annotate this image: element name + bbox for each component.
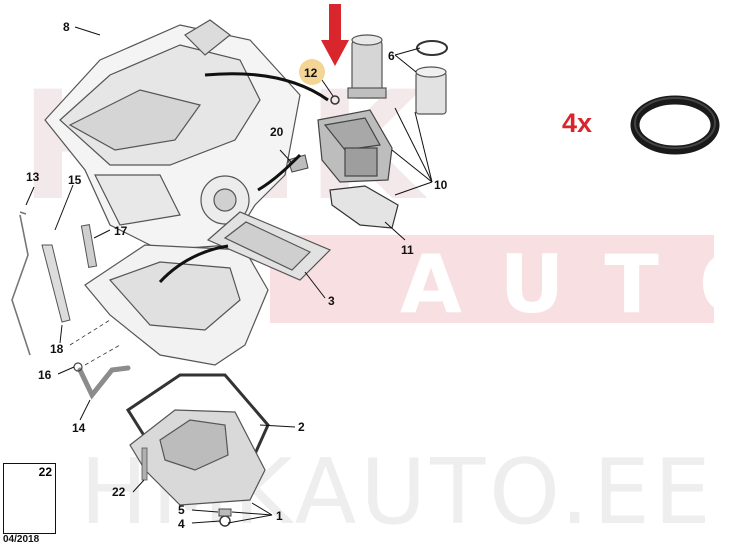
callout-12-highlight — [299, 59, 325, 85]
connector-arcs — [158, 72, 329, 284]
oil-filter-element — [415, 66, 447, 115]
inset-part-number: 22 — [38, 465, 52, 479]
oil-filter-housing — [317, 109, 393, 183]
callout-17: 17 — [114, 224, 128, 238]
pan-bolt — [141, 447, 148, 481]
callout-12: 12 — [304, 66, 318, 80]
callout-8: 8 — [63, 20, 70, 34]
date-code: 04/2018 — [3, 534, 40, 545]
callout-1: 1 — [276, 509, 283, 523]
drain-plug — [218, 508, 232, 517]
callout-3: 3 — [328, 294, 335, 308]
dipstick-tube — [41, 244, 71, 323]
oil-level-sensor — [80, 224, 98, 268]
callout-labels: 1 2 3 4 5 6 8 10 11 12 13 14 15 16 17 18… — [26, 20, 448, 531]
oil-filter-cap — [347, 34, 387, 99]
oil-pan — [129, 409, 266, 506]
inset-part-box: 22 — [3, 463, 56, 534]
engine-block — [44, 19, 301, 251]
callout-10: 10 — [434, 178, 448, 192]
callout-14: 14 — [72, 421, 86, 435]
callout-16: 16 — [38, 368, 52, 382]
callout-18: 18 — [50, 342, 64, 356]
filter-o-ring — [416, 40, 448, 56]
callout-5: 5 — [178, 503, 185, 517]
callout-6: 6 — [388, 49, 395, 63]
leader-lines — [25, 26, 433, 524]
red-arrow-icon — [321, 4, 349, 66]
callout-13: 13 — [26, 170, 40, 184]
oil-pickup-pipe — [77, 365, 131, 400]
watermark-subbrand: AUTO — [400, 238, 744, 331]
callout-4: 4 — [178, 517, 185, 531]
watermark-band — [270, 235, 714, 323]
seal-ring-12 — [330, 95, 340, 105]
lower-block — [84, 244, 269, 366]
callout-22: 22 — [112, 485, 126, 499]
dipstick — [11, 211, 31, 356]
quantity-label: 4x — [562, 108, 593, 138]
callout-20: 20 — [270, 125, 284, 139]
o-ring-large-icon — [630, 95, 720, 155]
drain-washer — [219, 515, 231, 527]
filter-housing-gasket — [329, 185, 399, 229]
locator-lines — [69, 319, 121, 366]
callout-15: 15 — [68, 173, 82, 187]
callout-2: 2 — [298, 420, 305, 434]
callout-11: 11 — [401, 243, 414, 257]
oil-baffle-plate — [206, 211, 332, 281]
